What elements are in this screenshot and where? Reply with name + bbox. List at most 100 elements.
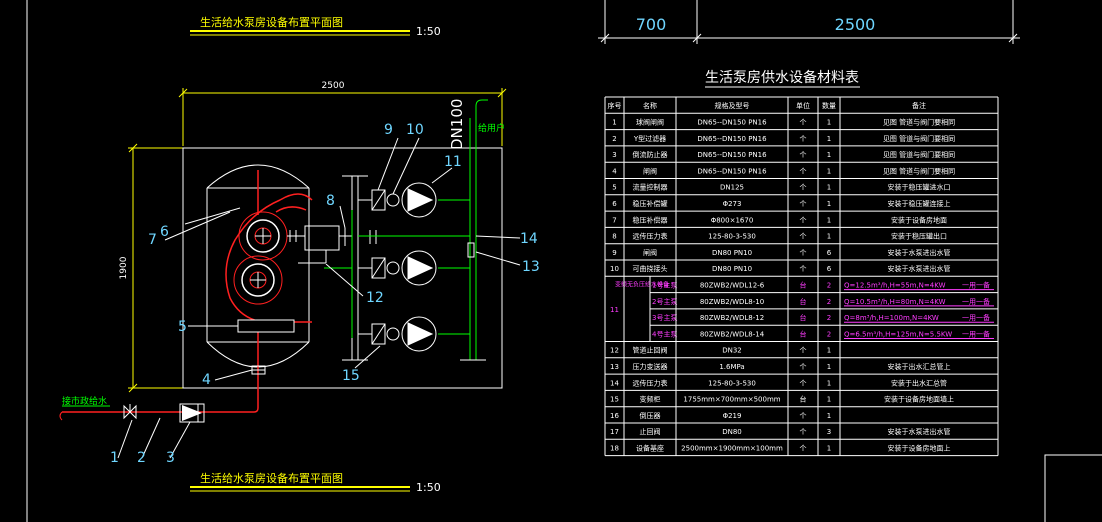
pump-unit-2 <box>358 250 437 286</box>
callout-6: 6 <box>160 224 169 240</box>
table-cell-no: 13 <box>610 363 619 371</box>
table-cell-spec: DN65--DN150 PN16 <box>697 167 767 175</box>
table-cell-unit: 个 <box>800 428 807 436</box>
table-cell-note: 安装于出水汇总管上 <box>888 362 951 371</box>
table-cell-name: 管道止回阀 <box>633 346 668 355</box>
table-cell-no: 14 <box>610 379 619 387</box>
flow-controller <box>237 319 295 333</box>
table-header-unit: 单位 <box>796 101 810 110</box>
table-header-qty: 数量 <box>822 101 836 110</box>
table-cell-qty: 1 <box>827 396 831 404</box>
table-cell-unit: 个 <box>800 118 807 126</box>
table-cell-spec: 125-80-3-530 <box>708 233 756 241</box>
table-cell-note: 见图 管道与阀门要相同 <box>883 134 955 143</box>
table-cell-qty: 1 <box>827 412 831 420</box>
pump-row-tag: 一用一备 <box>962 329 990 338</box>
callout-9: 9 <box>384 122 393 138</box>
table-cell-note: 安装于稳压罐进水口 <box>888 183 951 192</box>
pump-row-spec: 80ZWB2/WDL8-12 <box>700 314 764 322</box>
plan-scale-bottom: 1:50 <box>416 481 441 494</box>
callout-10: 10 <box>406 122 424 138</box>
table-cell-unit: 个 <box>800 216 807 224</box>
pump-row-note: Q=12.5m³/h,H=55m,N=4KW <box>844 281 946 289</box>
table-cell-note: 安装于稳压罐出口 <box>891 232 947 241</box>
table-cell-unit: 个 <box>800 249 807 257</box>
table-cell-spec: 2500mm×1900mm×100mm <box>681 444 783 452</box>
table-cell-qty: 1 <box>827 379 831 387</box>
pump-row-tag: 一用一备 <box>962 280 990 289</box>
table-cell-qty: 1 <box>827 151 831 159</box>
pump-row-qty: 2 <box>827 314 831 322</box>
callout-4: 4 <box>202 372 211 388</box>
table-header-name: 名称 <box>643 101 657 110</box>
table-cell-no: 1 <box>612 118 616 126</box>
callout-3: 3 <box>166 450 175 466</box>
callout-12: 12 <box>366 290 384 306</box>
callout-7: 7 <box>148 232 157 248</box>
table-cell-no: 6 <box>612 200 617 208</box>
table-cell-note: 见图 管道与阀门要相同 <box>883 150 955 159</box>
table-cell-unit: 个 <box>800 412 807 420</box>
table-cell-spec: Φ273 <box>723 200 742 208</box>
table-cell-qty: 1 <box>827 216 831 224</box>
table-cell-no: 8 <box>612 233 616 241</box>
table-cell-no: 2 <box>612 135 616 143</box>
plan-scale-top: 1:50 <box>416 25 441 38</box>
top-dim-2500: 2500 <box>835 15 876 34</box>
table-cell-name: 闸阀 <box>643 166 657 175</box>
pipe-size-label: DN100 <box>448 99 466 150</box>
plan-title-bottom-group: 生活给水泵房设备布置平面图 1:50 <box>190 471 441 494</box>
table-header-note: 备注 <box>912 101 926 110</box>
pump-row-qty: 2 <box>827 330 831 338</box>
connection-pipes <box>287 225 377 264</box>
table-cell-qty: 1 <box>827 347 831 355</box>
table-cell-spec: DN65--DN150 PN16 <box>697 151 767 159</box>
table-cell-unit: 个 <box>800 444 807 452</box>
table-cell-qty: 1 <box>827 184 831 192</box>
green-pipes <box>324 118 477 360</box>
tank-pump-lower <box>233 255 283 305</box>
table-cell-note: 安装于水泵进出水管 <box>888 264 951 273</box>
table-cell-note: 见图 管道与阀门要相同 <box>883 117 955 126</box>
dimension-width <box>178 88 507 146</box>
table-title: 生活泵房供水设备材料表 <box>705 69 859 86</box>
table-cell-name: 远传压力表 <box>633 232 668 241</box>
plan-title-top-group: 生活给水泵房设备布置平面图 1:50 <box>190 15 441 38</box>
dimension-height-label: 1900 <box>119 256 129 279</box>
table-cell-no: 4 <box>612 167 617 175</box>
table-cell-unit: 个 <box>800 200 807 208</box>
table-cell-qty: 1 <box>827 363 831 371</box>
pump-row-unit: 台 <box>800 297 807 306</box>
table-cell-name: 远传压力表 <box>633 378 668 387</box>
pump-row-unit: 台 <box>800 280 807 289</box>
compensator-pipe <box>62 170 313 413</box>
table-cell-unit: 个 <box>800 135 807 143</box>
pump-group-name: 变频无负压给水设备 <box>615 280 669 288</box>
table-cell-qty: 1 <box>827 135 831 143</box>
dimension-width-label: 2500 <box>322 81 345 91</box>
table-cell-spec: Φ219 <box>723 412 742 420</box>
table-cell-note: 安装于出水汇总管 <box>891 378 947 387</box>
pump-unit-3 <box>358 316 437 352</box>
tank-pump-upper <box>238 211 288 261</box>
table-cell-spec: Φ800×1670 <box>711 216 754 224</box>
table-cell-note: 安装于设备房地面墙上 <box>884 395 954 404</box>
table-cell-spec: DN125 <box>720 184 744 192</box>
callout-13: 13 <box>522 259 540 275</box>
table-header-spec: 规格及型号 <box>715 101 750 110</box>
pump-unit-1 <box>358 182 437 218</box>
discharge-manifold <box>460 242 486 361</box>
pump-row-tag: 一用一备 <box>962 313 990 322</box>
pump-row-spec: 80ZWB2/WDL12-6 <box>700 281 765 289</box>
table-cell-qty: 1 <box>827 167 831 175</box>
table-cell-name: 变频柜 <box>640 395 661 404</box>
pump-row-note: Q=6.5m³/h,H=125m,N=5.5KW <box>844 330 952 338</box>
table-cell-spec: DN80 <box>722 428 742 436</box>
table-cell-no: 3 <box>612 151 616 159</box>
table-cell-spec: DN32 <box>722 347 742 355</box>
callout-leaders <box>117 137 521 459</box>
callout-1: 1 <box>110 450 119 466</box>
callout-15: 15 <box>342 368 360 384</box>
pump-row-spec: 80ZWB2/WDL8-14 <box>700 330 765 338</box>
